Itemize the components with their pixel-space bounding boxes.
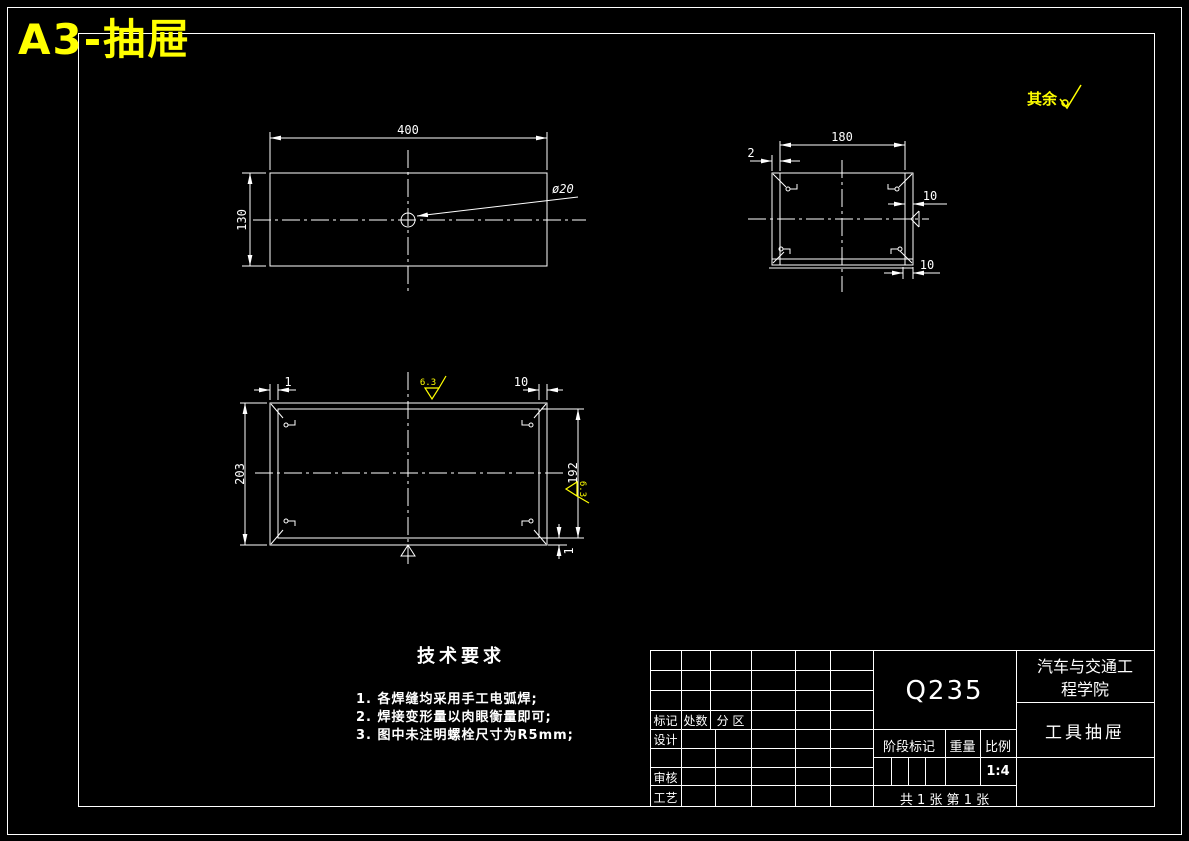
dim-plan-gap-right [523,384,563,400]
tb-label-design: 设计 [653,733,678,747]
plan-view [240,372,584,568]
roughness-symbol-right: 6.3 [564,481,590,504]
tb-line [830,650,831,807]
side-view [748,141,947,292]
tb-scale-value: 1:4 [986,764,1010,779]
weld-mark-icon [785,183,798,192]
tb-scale-label: 比例 [984,740,1011,755]
dim-text-plan-outer-height: 203 [233,463,247,485]
hole-circle [400,212,416,228]
frame-top [78,33,1154,34]
weld-diag-tl [270,403,284,419]
tb-line [650,670,873,671]
tb-line [715,729,716,807]
weld-diag-br [899,250,913,264]
dim-text-front-height: 130 [235,209,249,231]
tb-line [980,729,981,785]
tb-line [650,785,1016,786]
dim-side-flange-bottom [884,267,940,279]
tb-label-zone: 分 区 [716,714,745,728]
tb-line [650,690,873,691]
dim-text-plan-gap-bottom: 1 [562,547,576,554]
dim-text-front-width: 400 [397,123,419,137]
front-view [242,132,586,291]
dim-front-height [242,172,266,267]
tb-label-count: 处数 [683,714,708,728]
weld-mark-icon [283,518,296,527]
tb-line [891,757,892,785]
tb-line [650,650,1154,651]
tb-line [650,767,873,768]
tb-line [873,650,874,807]
tb-org-line2: 程学院 [1060,680,1109,699]
tb-line [945,729,946,785]
frame-bottom [78,806,1155,807]
dim-text-side-flange-bottom: 10 [920,258,934,272]
tech-req-item: 3. 图中未注明螺栓尺寸为R5mm; [356,728,574,743]
dim-plan-gap-bottom [548,524,567,559]
datum-triangle-icon [400,544,416,557]
tb-line [650,748,873,749]
tb-stage-label: 阶段标记 [882,740,935,755]
weld-mark-icon [778,246,791,255]
tb-sheet-info: 共 1 张 第 1 张 [899,793,990,808]
hole-leader [416,196,579,218]
sheet-title: A3-抽屉 [18,15,192,64]
roughness-symbol-top [423,375,447,401]
tb-line [1016,650,1017,807]
surface-note-text: 其余 [1027,90,1058,108]
tb-line [873,757,1154,758]
tech-req-item: 1. 各焊缝均采用手工电弧焊; [356,692,538,707]
surface-note-check-icon [1059,84,1082,110]
dim-text-plan-gap-left: 1 [284,375,291,389]
tb-label-mark: 标记 [653,714,678,728]
dim-plan-outer-height [240,402,267,546]
tb-label-process: 工艺 [653,791,678,805]
dim-text-side-width: 180 [831,130,853,144]
tb-material: Q235 [905,676,984,706]
frame-left [78,33,79,807]
tb-part-name: 工具抽屉 [1045,723,1125,743]
tb-weight-label: 重量 [949,740,976,755]
dim-text-side-wall: 2 [747,146,754,160]
frame-right [1154,33,1155,807]
dim-text-hole-dia: ø20 [552,182,574,196]
weld-diag-br [533,529,547,545]
tb-line [650,710,873,711]
tb-org-line1: 汽车与交通工 [1036,657,1133,676]
tb-label-check: 审核 [653,771,678,785]
roughness-value-top: 6.3 [420,378,436,388]
weld-mark-icon [521,419,534,428]
weld-mark-icon [887,183,900,192]
tb-line [908,757,909,785]
sheet-outer-border [7,7,1182,835]
weld-diag-bl [270,529,284,545]
tb-line [925,757,926,785]
tb-line [650,729,1016,730]
weld-mark-icon [283,419,296,428]
weld-diag-bl [772,251,785,264]
tb-line [795,650,796,807]
tb-line [710,650,711,729]
weld-diag-tr [533,403,547,419]
tb-line [751,650,752,807]
dim-plan-gap-left [254,384,296,400]
weld-mark-icon [890,246,903,255]
dim-text-plan-inner-height: 192 [566,462,580,484]
tb-line [1016,702,1154,703]
tech-req-heading: 技术要求 [417,646,505,667]
tb-line [681,650,682,807]
weld-diag-tr [898,173,913,188]
tech-req-item: 2. 焊接变形量以肉眼衡量即可; [356,710,552,725]
weld-mark-icon [521,518,534,527]
dim-text-plan-gap-right: 10 [514,375,528,389]
dim-text-side-flange-right: 10 [923,189,937,203]
dim-front-width [269,132,548,170]
dim-side-wall [750,155,800,171]
weld-diag-tl [772,173,787,188]
tb-line [650,650,651,807]
roughness-value-right: 6.3 [577,481,587,497]
